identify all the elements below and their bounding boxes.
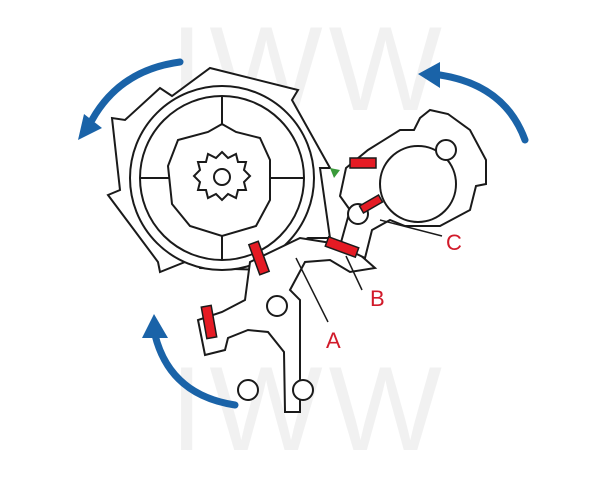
leader-a (295, 257, 329, 323)
label-b: B (370, 286, 385, 311)
pallet-jewels (200, 157, 384, 340)
arrow-top-right (436, 71, 529, 144)
leader-c (379, 219, 443, 237)
arrow-top-left-head (78, 114, 102, 140)
arrow-top-right-head (418, 62, 440, 88)
roller-inner-circle (379, 145, 457, 223)
arrow-bottom-left (151, 331, 239, 409)
lever-pin-right (292, 379, 314, 401)
jewel-entry (247, 240, 271, 276)
arrow-top-left (88, 58, 184, 124)
pinion-center (213, 168, 231, 186)
jewel-exit (200, 304, 218, 340)
lever-body (196, 236, 378, 413)
arrow-bottom-left-head (142, 314, 168, 338)
green-contact-mark (330, 168, 340, 178)
jewel-roller (358, 194, 384, 214)
jewel-b (324, 235, 360, 259)
callout-lines (295, 219, 443, 323)
lever-pin-left (237, 379, 259, 401)
watermark-text-bottom: IWW (170, 342, 448, 476)
lever-pivot (266, 295, 288, 317)
label-c: C (446, 230, 462, 255)
roller-hole (435, 139, 457, 161)
label-a: A (326, 328, 341, 353)
escape-wheel (106, 66, 332, 274)
rotation-arrows (78, 58, 529, 409)
pallet-lever (196, 236, 378, 413)
leader-b (345, 255, 363, 291)
jewel-c (349, 157, 377, 169)
